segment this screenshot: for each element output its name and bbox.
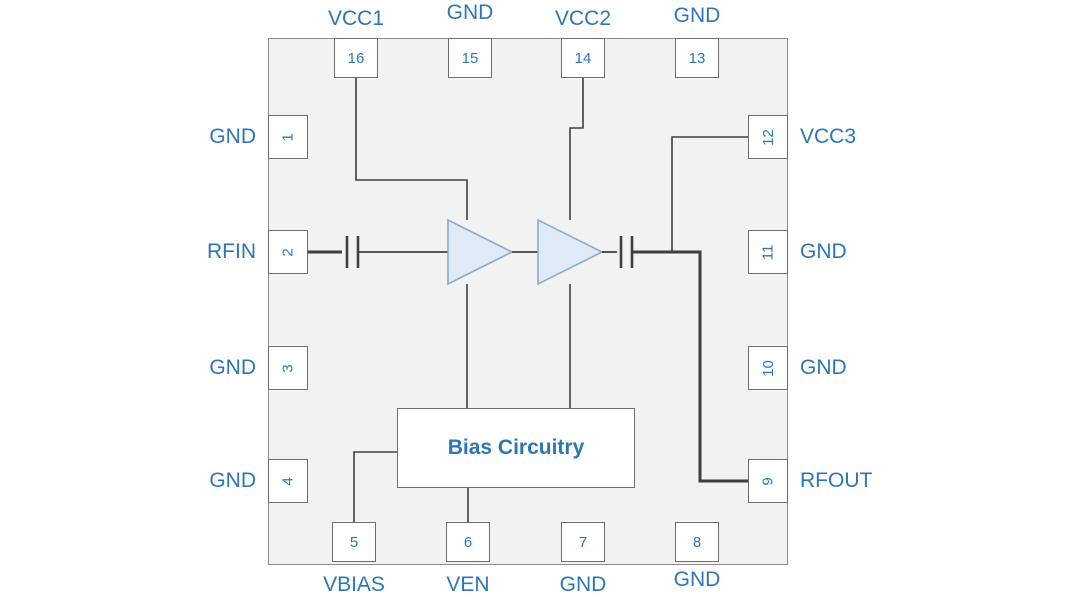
pin-4-number: 4 (279, 476, 297, 486)
pin-14-number: 14 (574, 49, 592, 67)
pin-10: 10 (748, 346, 788, 390)
pin-12: 12 (748, 115, 788, 159)
pin-7-number: 7 (578, 533, 588, 551)
pin-10-label: GND (800, 356, 847, 379)
pin-16-label: VCC1 (327, 7, 385, 30)
pin-11-number: 11 (759, 244, 777, 260)
pin-16-number: 16 (347, 49, 365, 67)
pin-12-label: VCC3 (800, 125, 857, 148)
pin-5: 5 (332, 522, 376, 562)
pin-5-number: 5 (349, 533, 359, 551)
pin-12-number: 12 (759, 128, 777, 146)
pin-9-number: 9 (759, 476, 777, 486)
pin-5-label: VBIAS (323, 573, 385, 596)
pin-6-number: 6 (463, 533, 473, 551)
pin-2-number: 2 (279, 247, 297, 257)
pin-14-label: VCC2 (554, 7, 612, 30)
pin-2: 2 (268, 230, 308, 274)
pin-1-number: 1 (279, 132, 297, 142)
pin-3-label: GND (209, 356, 256, 379)
pin-8: 8 (675, 522, 719, 562)
pin-9-label: RFOUT (800, 469, 873, 492)
pin-6-label: VEN (446, 573, 490, 596)
pin-2-label: RFIN (207, 240, 256, 263)
pin-1: 1 (268, 115, 308, 159)
bias-circuitry-label: Bias Circuitry (447, 436, 585, 459)
pin-1-label: GND (209, 125, 256, 148)
pin-9: 9 (748, 459, 788, 503)
pin-11: 11 (748, 230, 788, 274)
pin-4: 4 (268, 459, 308, 503)
pin-6: 6 (446, 522, 490, 562)
bias-circuitry-block: Bias Circuitry (397, 408, 635, 488)
pin-3-number: 3 (279, 363, 297, 373)
pin-8-number: 8 (692, 533, 702, 551)
pin-13-number: 13 (688, 49, 706, 67)
pin-13: 13 (675, 38, 719, 78)
pin-11-label: GND (800, 240, 847, 263)
pin-7: 7 (561, 522, 605, 562)
pin-16: 16 (334, 38, 378, 78)
pin-4-label: GND (209, 469, 256, 492)
pin-10-number: 10 (759, 359, 777, 377)
pin-7-label: GND (559, 573, 607, 596)
pin-3: 3 (268, 346, 308, 390)
pin-15-label: GND (446, 1, 494, 24)
pin-14: 14 (561, 38, 605, 78)
pin-15-number: 15 (461, 49, 479, 67)
pin-15: 15 (448, 38, 492, 78)
pin-13-label: GND (673, 4, 721, 27)
pin-8-label: GND (673, 568, 721, 591)
